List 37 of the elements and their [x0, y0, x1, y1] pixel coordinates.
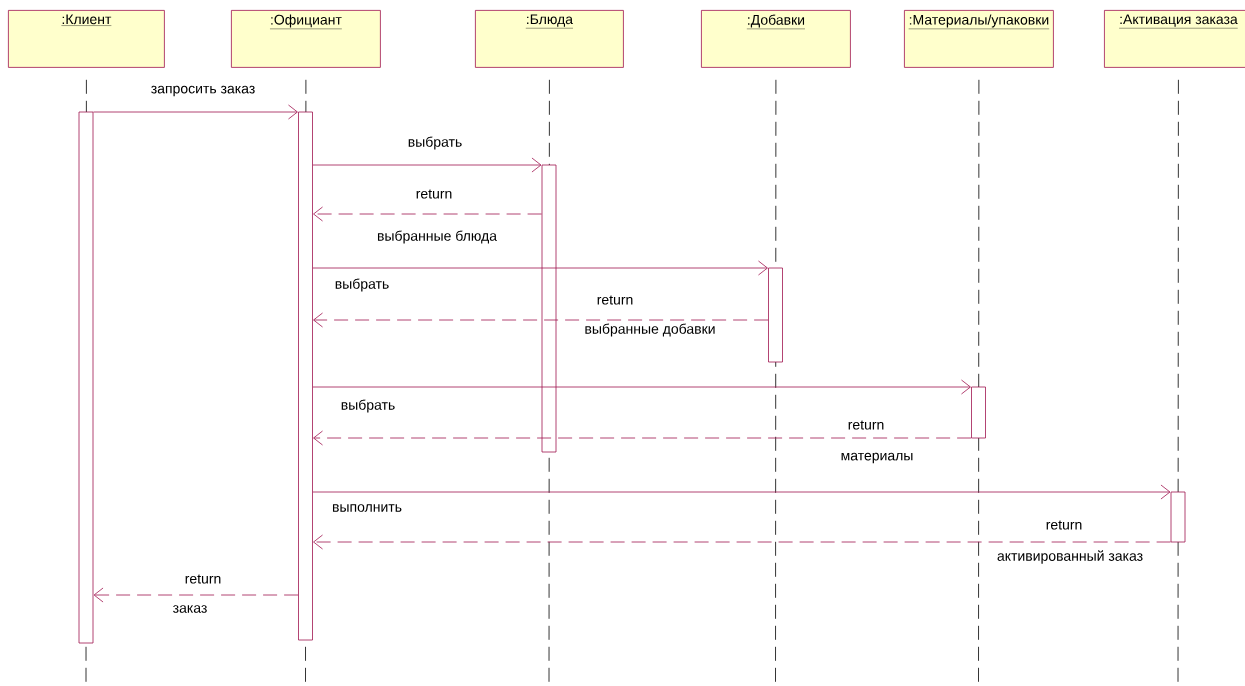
message-label: запросить заказ — [151, 85, 255, 97]
return-value-label: материалы — [841, 452, 913, 464]
message-arrow — [312, 260, 768, 276]
activation-bar — [768, 267, 783, 363]
return-arrow — [313, 534, 1171, 550]
activation-bar — [541, 164, 557, 453]
participant-box: :Блюда — [475, 10, 624, 68]
return-value-label: выбранные добавки — [585, 323, 715, 337]
return-value-label: активированный заказ — [997, 550, 1143, 564]
return-value-label: выбранные блюда — [378, 230, 497, 244]
message-label: выполнить — [333, 504, 402, 512]
message-arrow — [93, 104, 298, 120]
message-label: return — [185, 574, 221, 584]
message-label: выбрать — [341, 399, 395, 413]
participant-box: :Клиент — [8, 10, 165, 68]
message-arrow — [312, 379, 971, 395]
participant-box: :Официант — [231, 10, 381, 68]
activation-bar — [1170, 491, 1186, 543]
message-label: выбрать — [408, 136, 462, 150]
participant-box: :Активация заказа — [1104, 10, 1245, 68]
return-arrow — [313, 430, 972, 446]
message-arrow — [312, 484, 1171, 500]
message-label: return — [416, 189, 452, 199]
return-arrow — [313, 312, 769, 328]
return-arrow — [313, 206, 542, 222]
message-label: return — [1046, 520, 1082, 530]
message-arrow — [312, 157, 542, 173]
return-value-label: заказ — [173, 605, 207, 613]
message-label: return — [848, 420, 884, 430]
return-arrow — [93, 587, 299, 603]
participant-box: :Материалы/упаковки — [904, 10, 1054, 68]
participant-box: :Добавки — [701, 10, 851, 68]
message-label: выбрать — [335, 278, 389, 292]
activation-bar — [78, 111, 94, 644]
activation-bar — [298, 111, 313, 641]
message-label: return — [597, 295, 633, 305]
activation-bar — [971, 386, 986, 439]
